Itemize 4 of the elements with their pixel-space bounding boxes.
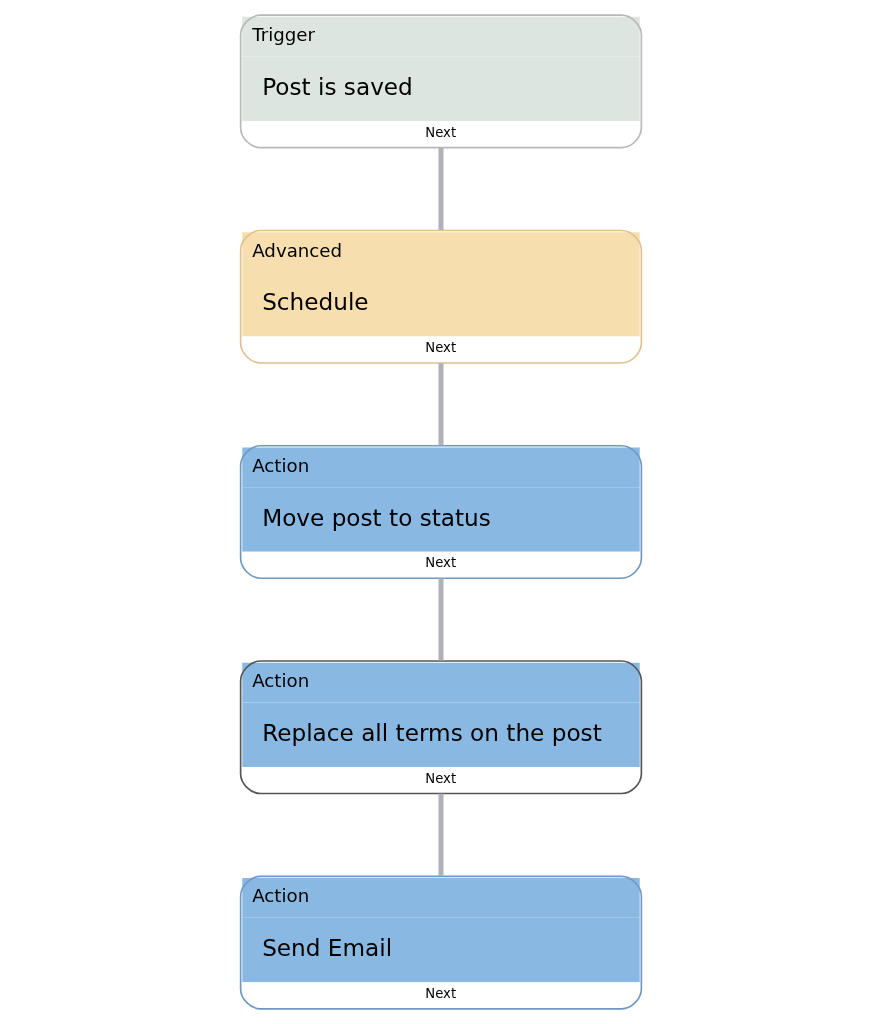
connector [438,363,444,446]
connector [438,147,444,230]
connector [438,793,444,876]
connector [438,578,444,661]
